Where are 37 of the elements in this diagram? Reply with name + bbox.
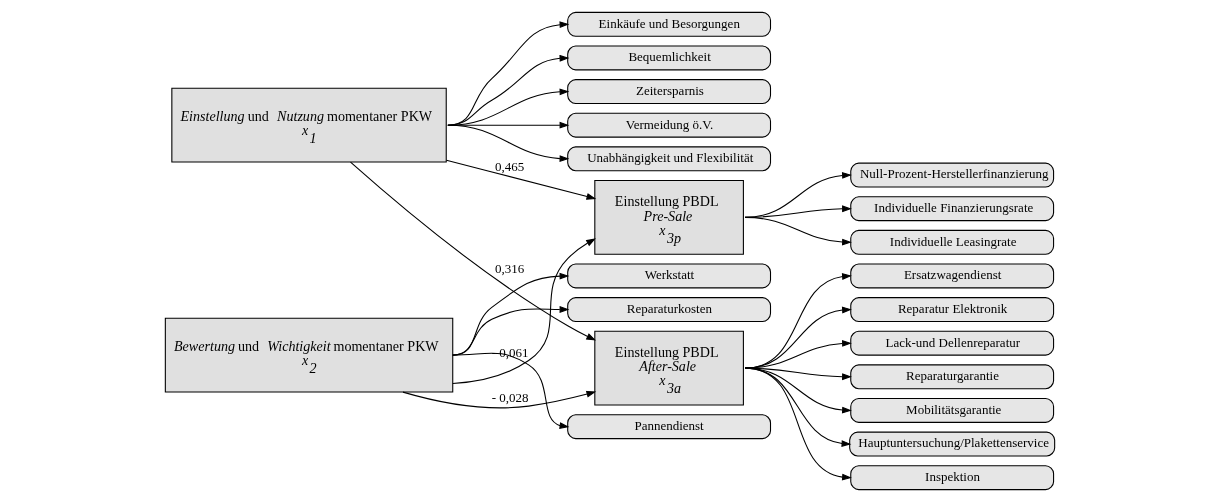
arrow [744, 273, 852, 369]
node-box: Ersatzwagendienst [849, 263, 1054, 289]
arrow [744, 216, 852, 246]
node-box: Lack-und Dellenreparatur [849, 330, 1054, 356]
node-box: Null-Prozent-Herstellerfinanzierung [849, 162, 1054, 188]
arrow [446, 88, 569, 126]
node-box: Reparaturgarantie [849, 364, 1054, 390]
node-box: Einkäufe und Besorgungen [566, 11, 771, 37]
arrow [445, 159, 596, 200]
node-box: Unabhängigkeit und Flexibilität [566, 146, 771, 172]
edge-label: - 0,061 [491, 344, 529, 360]
arrow [446, 124, 569, 162]
node-box: Vermeidung ö.V. [566, 112, 771, 138]
edge-label: - 0,028 [491, 390, 529, 406]
arrow [744, 367, 851, 447]
edge-label: 0,465 [494, 159, 524, 175]
arrow [744, 367, 852, 481]
node-box: Werkstatt [566, 263, 771, 289]
node-box: Pannendienst [566, 414, 771, 440]
arrow [451, 238, 596, 384]
arrow [401, 390, 596, 409]
node-box: Zeitersparnis [566, 79, 771, 105]
node-box: Inspektion [849, 465, 1054, 491]
arrow [744, 367, 852, 381]
node-box: Mobilitätsgarantie [849, 397, 1054, 423]
arrow [446, 54, 569, 126]
node-box: Individuelle Finanzierungsrate [849, 196, 1054, 222]
node-box: Individuelle Leasingrate [849, 229, 1054, 255]
arrow [744, 367, 852, 414]
arrow [446, 21, 569, 126]
node-box: Hauptuntersuchung/Plakettenservice [848, 431, 1055, 457]
node-box: Bequemlichkeit [566, 45, 771, 71]
node-box: Reparatur Elektronik [849, 297, 1054, 323]
arrow [349, 161, 596, 341]
node-box: Reparaturkosten [566, 297, 771, 323]
edge-label: 0,316 [494, 261, 524, 277]
arrow [451, 352, 569, 429]
